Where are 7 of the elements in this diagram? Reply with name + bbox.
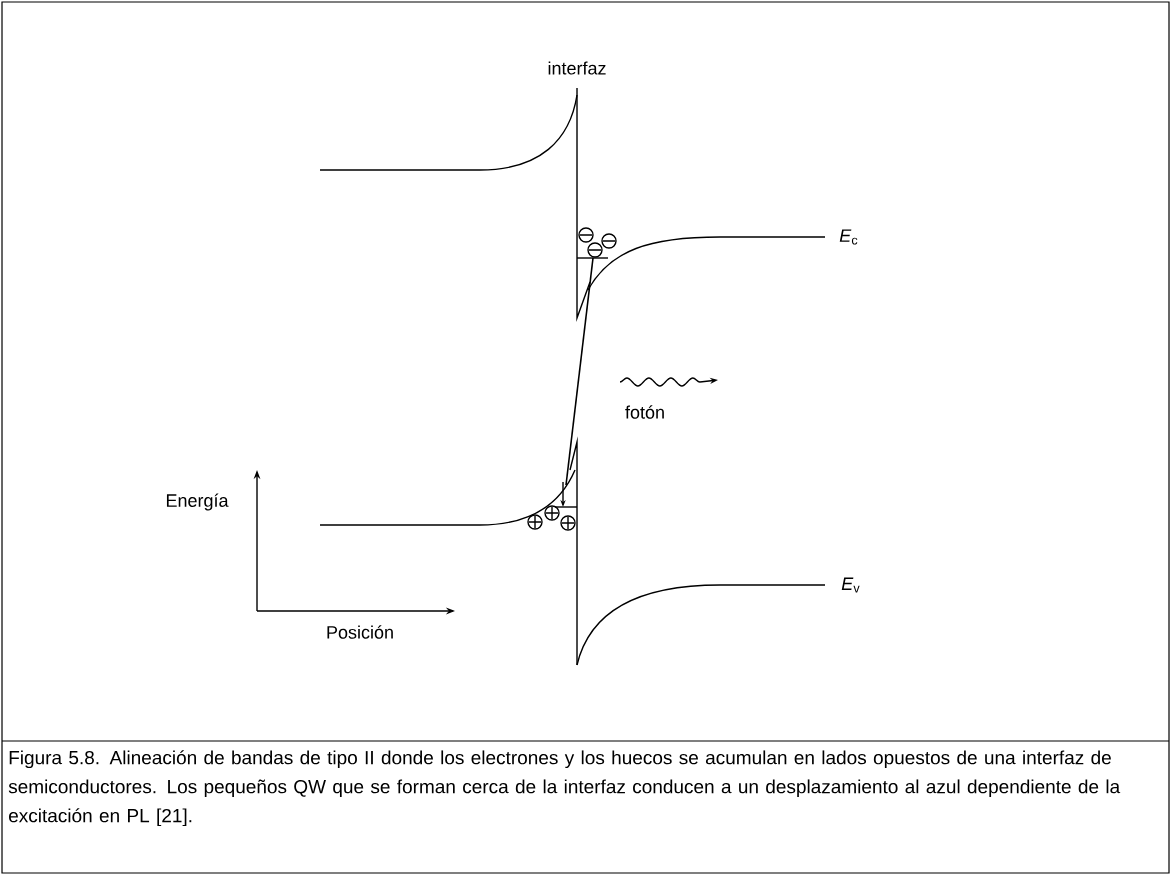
photon-label: fotón — [625, 405, 664, 419]
band-label: E$_{v}$ — [841, 577, 860, 593]
caption-box: Figura 5.8. Alineación de bandas de tipo II donde los electrones y los huecos se acumulan en lados opuestos de una interfaz de semiconductores. Los pequeños QW que se forman cerca de la interfaz conducen a un desplazamiento al azul dependiente de la excitación en PL [21]. — [1, 740, 1170, 827]
band-label: E$_{c}$ — [839, 229, 858, 245]
axis-label: Energía — [166, 493, 229, 511]
axis-label: Posición — [327, 625, 393, 639]
interface-label: interfaz — [548, 61, 606, 75]
